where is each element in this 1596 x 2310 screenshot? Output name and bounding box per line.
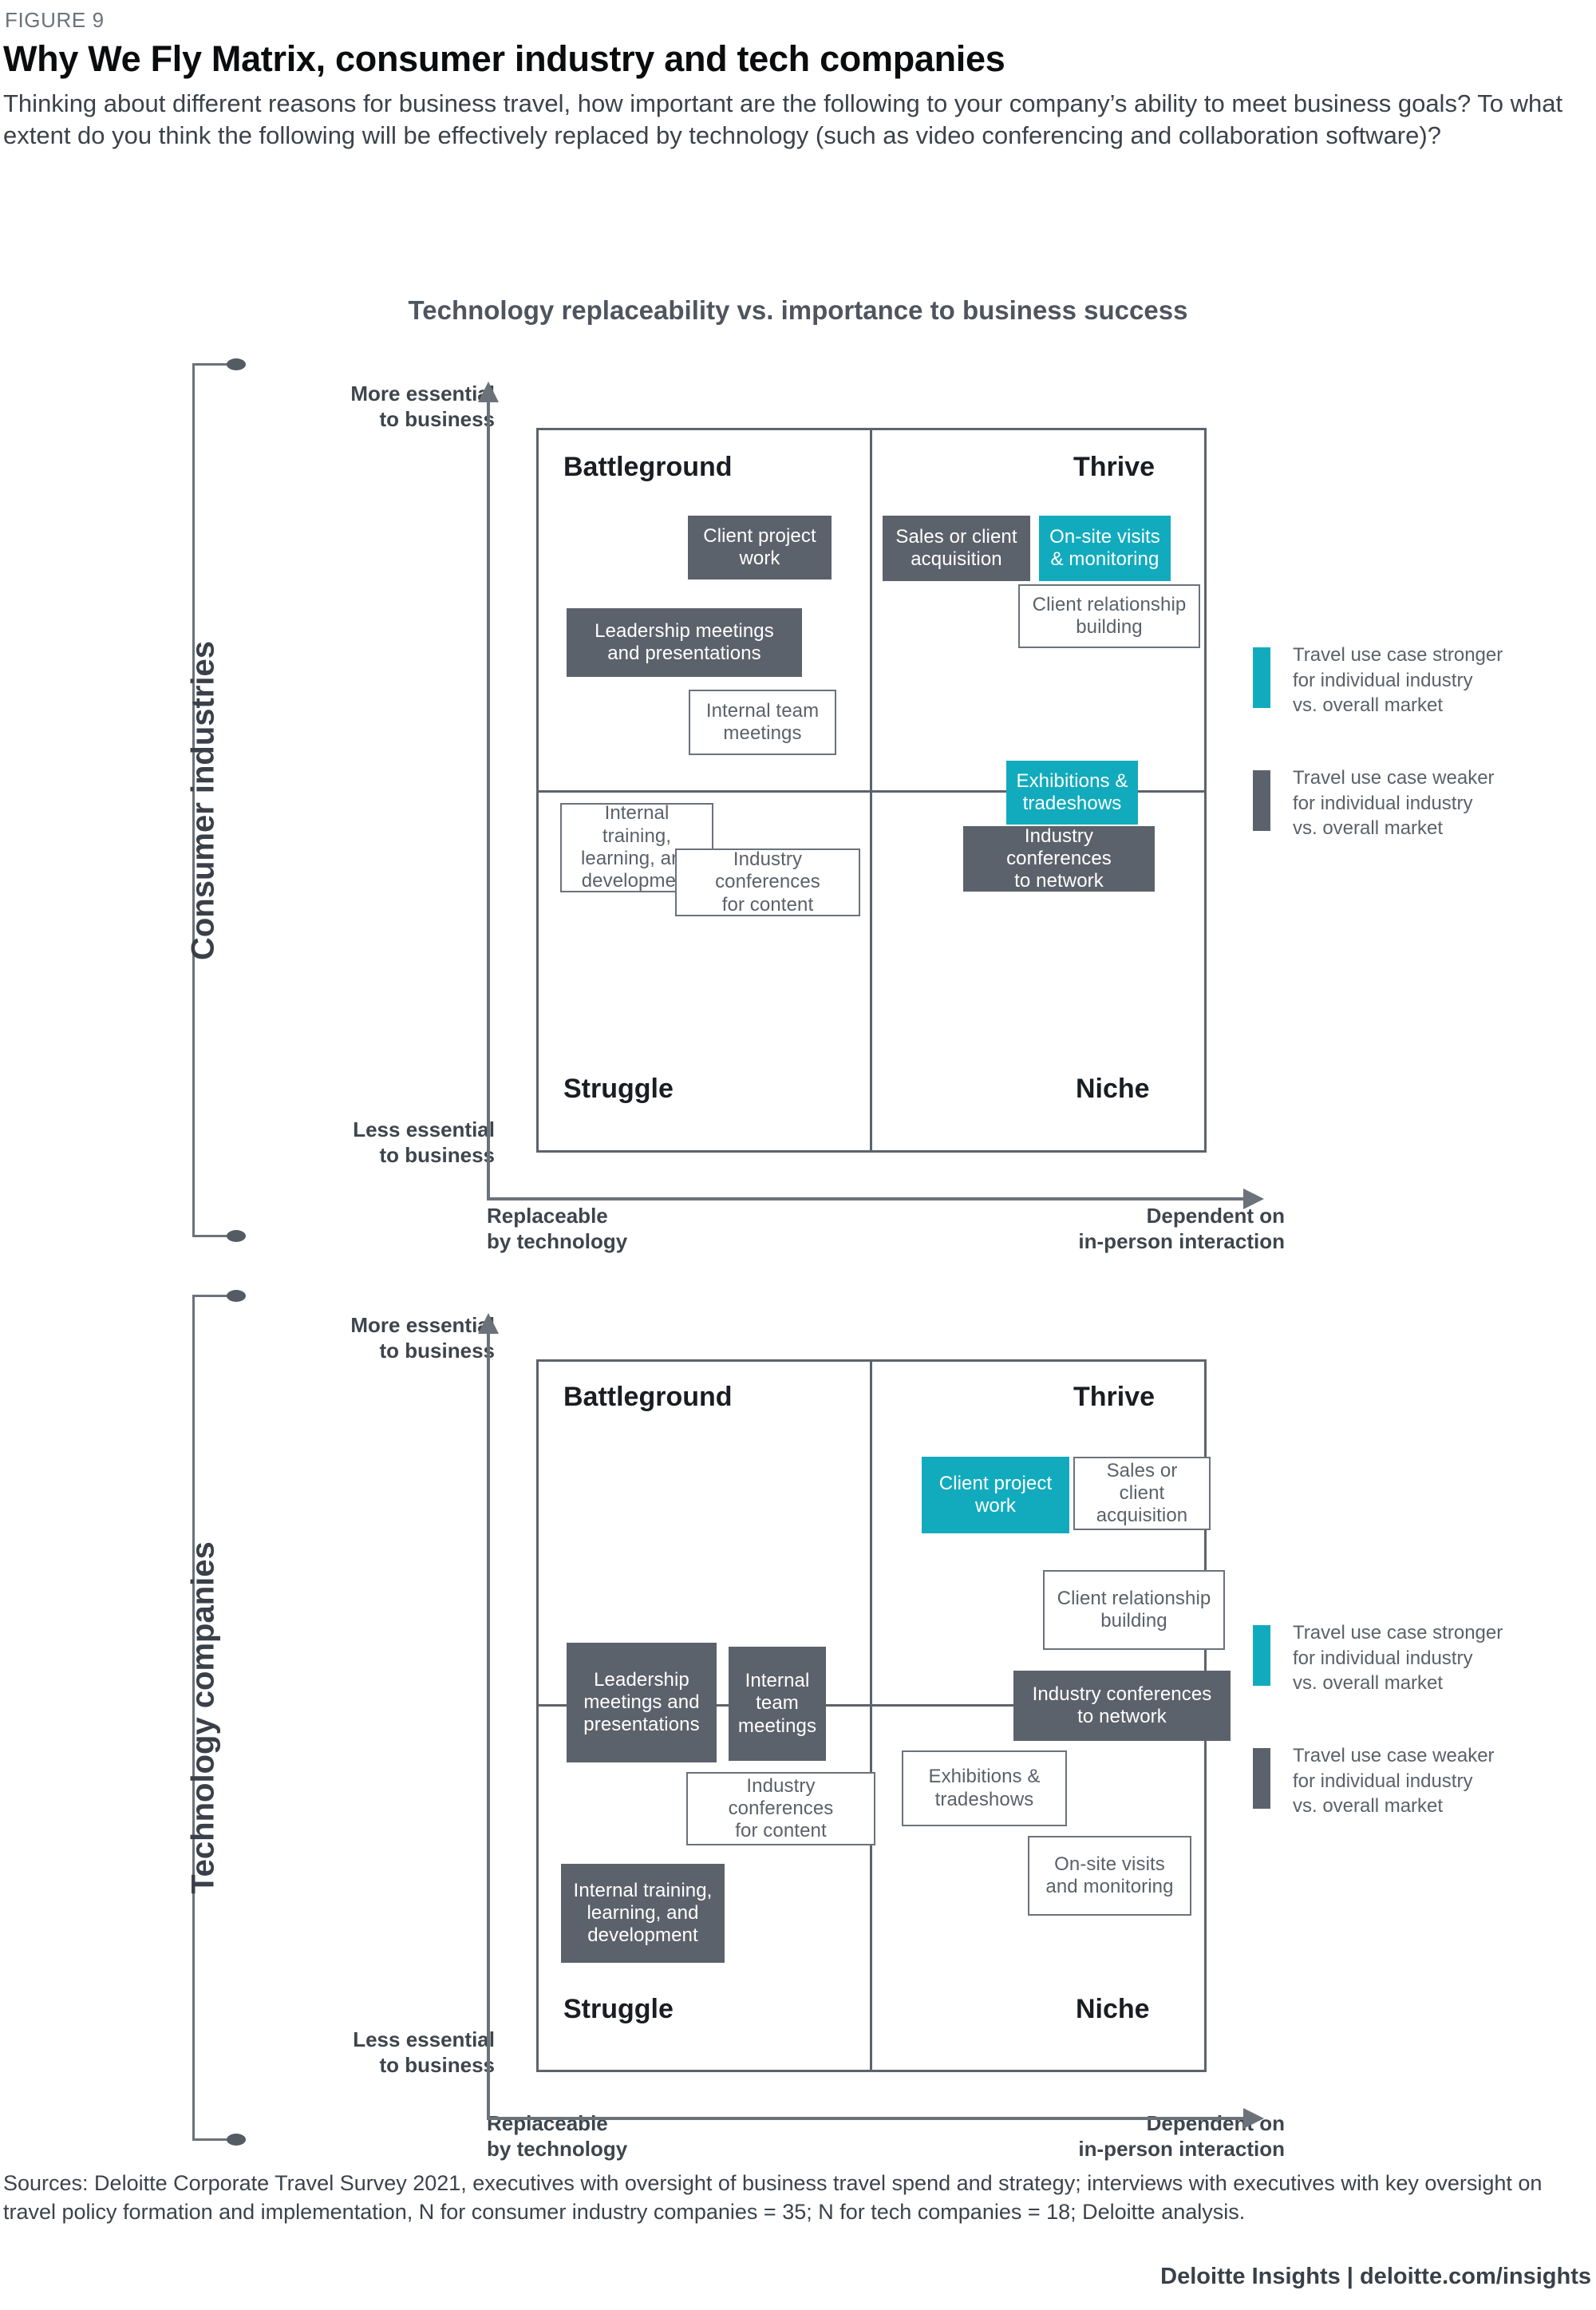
bracket-stub-top <box>192 363 232 366</box>
matrix-item-sales-or-client-acquisition-1[interactable]: Sales or client acquisition <box>883 516 1030 581</box>
quadrant-label-struggle-2: Struggle <box>563 1994 674 2024</box>
matrix-item-industry-conferences-network-1[interactable]: Industry conferences to network <box>963 825 1155 892</box>
bracket-dot-bottom <box>227 2134 246 2146</box>
group-bracket-technology: Technology companies <box>160 1290 247 2146</box>
matrix-item-internal-training-1[interactable]: Internal training, learning, and develop… <box>560 802 713 892</box>
group-label-consumer: Consumer industries <box>185 640 221 960</box>
x-axis-right-caption-1: Dependent on in-person interaction <box>1078 1204 1285 1253</box>
legend-swatch-weaker-2 <box>1253 1748 1270 1809</box>
legend-text-stronger-1: Travel use case stronger for individual … <box>1293 644 1503 717</box>
quadrant-label-niche-1: Niche <box>1076 1074 1150 1104</box>
matrix-item-industry-conferences-network-2[interactable]: Industry conferences to network <box>1013 1671 1231 1741</box>
bracket-dot-bottom <box>227 1230 246 1242</box>
x-axis-left-caption-2: Replaceable by technology <box>487 2111 628 2161</box>
quadrant-label-thrive-2: Thrive <box>1073 1382 1156 1412</box>
x-axis-left-caption-1: Replaceable by technology <box>487 1204 628 1253</box>
matrix-item-client-project-work-1[interactable]: Client project work <box>688 516 832 579</box>
page-title: Why We Fly Matrix, consumer industry and… <box>3 38 1005 79</box>
quadrant-label-battleground-1: Battleground <box>563 452 733 482</box>
y-axis-bottom-caption-2: Less essential to business <box>353 2027 495 2077</box>
legend-swatch-stronger-2 <box>1253 1625 1270 1686</box>
sources-note: Sources: Deloitte Corporate Travel Surve… <box>3 2171 1543 2224</box>
bracket-dot-top <box>227 1290 246 1302</box>
matrix-technology: Battleground Thrive Struggle Niche Clien… <box>478 1313 1285 2129</box>
matrix-item-internal-training-2[interactable]: Internal training, learning, and develop… <box>561 1864 725 1963</box>
matrix-divider-horizontal-2 <box>536 1704 1207 1707</box>
y-axis-top-caption-1: More essential to business <box>350 382 495 431</box>
legend-swatch-weaker-1 <box>1253 770 1270 831</box>
quadrant-label-thrive-1: Thrive <box>1073 452 1156 482</box>
bracket-stub-top <box>192 1295 232 1297</box>
matrix-item-client-project-work-2[interactable]: Client project work <box>922 1457 1069 1533</box>
legend-text-stronger-2: Travel use case stronger for individual … <box>1293 1622 1503 1695</box>
matrix-item-client-relationship-building-1[interactable]: Client relationship building <box>1018 584 1200 648</box>
bracket-stub-bottom <box>192 1235 232 1237</box>
matrix-item-onsite-visits-monitoring-2[interactable]: On-site visits and monitoring <box>1028 1836 1191 1916</box>
group-bracket-consumer: Consumer industries <box>160 358 247 1242</box>
matrix-item-exhibitions-tradeshows-1[interactable]: Exhibitions & tradeshows <box>1006 761 1138 825</box>
x-axis-2 <box>487 2117 1245 2120</box>
legend-technology: Travel use case stronger for individual … <box>1253 1620 1588 1820</box>
legend-consumer: Travel use case stronger for individual … <box>1253 643 1588 842</box>
bracket-dot-top <box>227 358 246 370</box>
matrix-item-sales-or-client-acquisition-2[interactable]: Sales or client acquisition <box>1073 1457 1211 1530</box>
bracket-line <box>192 363 195 1237</box>
y-axis-2 <box>487 1334 490 2120</box>
bracket-stub-bottom <box>192 2138 232 2141</box>
y-axis-arrow-1 <box>478 382 499 402</box>
legend-text-weaker-2: Travel use case weaker for individual in… <box>1293 1745 1495 1818</box>
y-axis-1 <box>487 402 490 1200</box>
matrix-consumer: Battleground Thrive Struggle Niche Clien… <box>478 382 1285 1209</box>
matrix-item-leadership-meetings-2[interactable]: Leadership meetings and presentations <box>567 1643 717 1762</box>
matrix-item-industry-conferences-content-2[interactable]: Industry conferences for content <box>686 1772 875 1845</box>
x-axis-arrow-2 <box>1243 2108 1264 2129</box>
figure-number: FIGURE 9 <box>5 8 105 32</box>
legend-text-weaker-1: Travel use case weaker for individual in… <box>1293 767 1495 840</box>
matrix-item-client-relationship-building-2[interactable]: Client relationship building <box>1043 1570 1225 1650</box>
matrix-item-onsite-visits-monitoring-1[interactable]: On-site visits & monitoring <box>1039 516 1171 581</box>
y-axis-arrow-2 <box>478 1313 499 1334</box>
matrix-item-industry-conferences-content-1[interactable]: Industry conferences for content <box>675 848 860 916</box>
y-axis-bottom-caption-1: Less essential to business <box>353 1117 495 1167</box>
brand-footer[interactable]: Deloitte Insights | deloitte.com/insight… <box>1160 2264 1591 2289</box>
matrix-item-exhibitions-tradeshows-2[interactable]: Exhibitions & tradeshows <box>902 1750 1067 1826</box>
matrix-divider-vertical-2 <box>870 1359 872 2072</box>
figure-subtitle: Thinking about different reasons for bus… <box>3 89 1563 150</box>
x-axis-arrow-1 <box>1243 1189 1264 1209</box>
matrix-item-internal-team-meetings-1[interactable]: Internal team meetings <box>689 690 836 755</box>
matrix-divider-horizontal-1 <box>536 790 1207 793</box>
x-axis-right-caption-2: Dependent on in-person interaction <box>1078 2111 1285 2161</box>
matrix-item-leadership-meetings-1[interactable]: Leadership meetings and presentations <box>567 608 802 677</box>
quadrant-label-niche-2: Niche <box>1076 1994 1150 2024</box>
bracket-line <box>192 1295 195 2141</box>
legend-swatch-stronger-1 <box>1253 647 1270 708</box>
x-axis-1 <box>487 1197 1245 1200</box>
group-label-technology: Technology companies <box>185 1541 221 1894</box>
quadrant-label-battleground-2: Battleground <box>563 1382 733 1412</box>
y-axis-top-caption-2: More essential to business <box>350 1313 495 1363</box>
quadrant-label-struggle-1: Struggle <box>563 1074 674 1104</box>
matrix-item-internal-team-meetings-2[interactable]: Internal team meetings <box>729 1647 826 1761</box>
chart-title: Technology replaceability vs. importance… <box>408 295 1188 325</box>
